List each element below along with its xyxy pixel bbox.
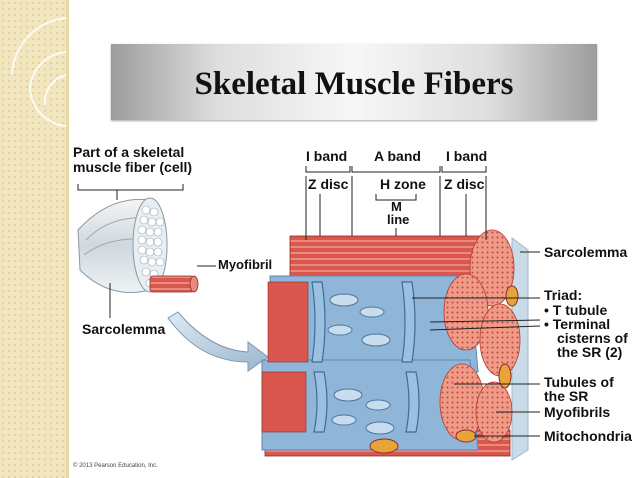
label-z-disc-left: Z disc [308, 176, 349, 192]
copyright-notice: © 2013 Pearson Education, Inc. [73, 463, 158, 469]
label-t-tubule: • T tubule [544, 302, 608, 318]
leader-lines [412, 251, 541, 437]
fiber-bracket [77, 184, 216, 318]
label-sarcolemma-left: Sarcolemma [82, 321, 166, 337]
muscle-fiber-cell-illustration [77, 197, 199, 293]
label-tubules-of-sr: Tubules of [544, 374, 614, 390]
decorative-arcs [11, 17, 67, 127]
label-part-of-fiber-2: muscle fiber (cell) [73, 159, 193, 175]
title-banner: Skeletal Muscle Fibers [111, 44, 597, 120]
band-brackets [305, 166, 487, 240]
label-part-of-fiber: Part of a skeletal [73, 144, 185, 160]
label-terminal-cisterns-3: the SR (2) [557, 344, 623, 360]
label-myofibril: Myofibril [218, 257, 273, 272]
label-m-line-2: line [387, 212, 410, 227]
label-i-band-right: I band [446, 148, 488, 164]
label-i-band-left: I band [306, 148, 348, 164]
label-terminal-cisterns-2: cisterns of [557, 330, 628, 346]
label-mitochondria: Mitochondria [544, 428, 632, 444]
magnify-arrow [167, 311, 269, 372]
slide-title: Skeletal Muscle Fibers [194, 66, 514, 102]
label-h-zone: H zone [380, 176, 426, 192]
sidebar-divider [66, 0, 69, 478]
label-tubules-of-sr-2: the SR [544, 388, 589, 404]
label-myofibrils: Myofibrils [544, 404, 611, 420]
label-sarcolemma-right: Sarcolemma [544, 244, 628, 260]
label-triad: Triad: [544, 287, 583, 303]
label-terminal-cisterns: • Terminal [544, 316, 611, 332]
label-m-line: M [391, 199, 402, 214]
label-a-band: A band [374, 148, 421, 164]
label-z-disc-right: Z disc [444, 176, 485, 192]
myofibril-block [261, 229, 529, 461]
